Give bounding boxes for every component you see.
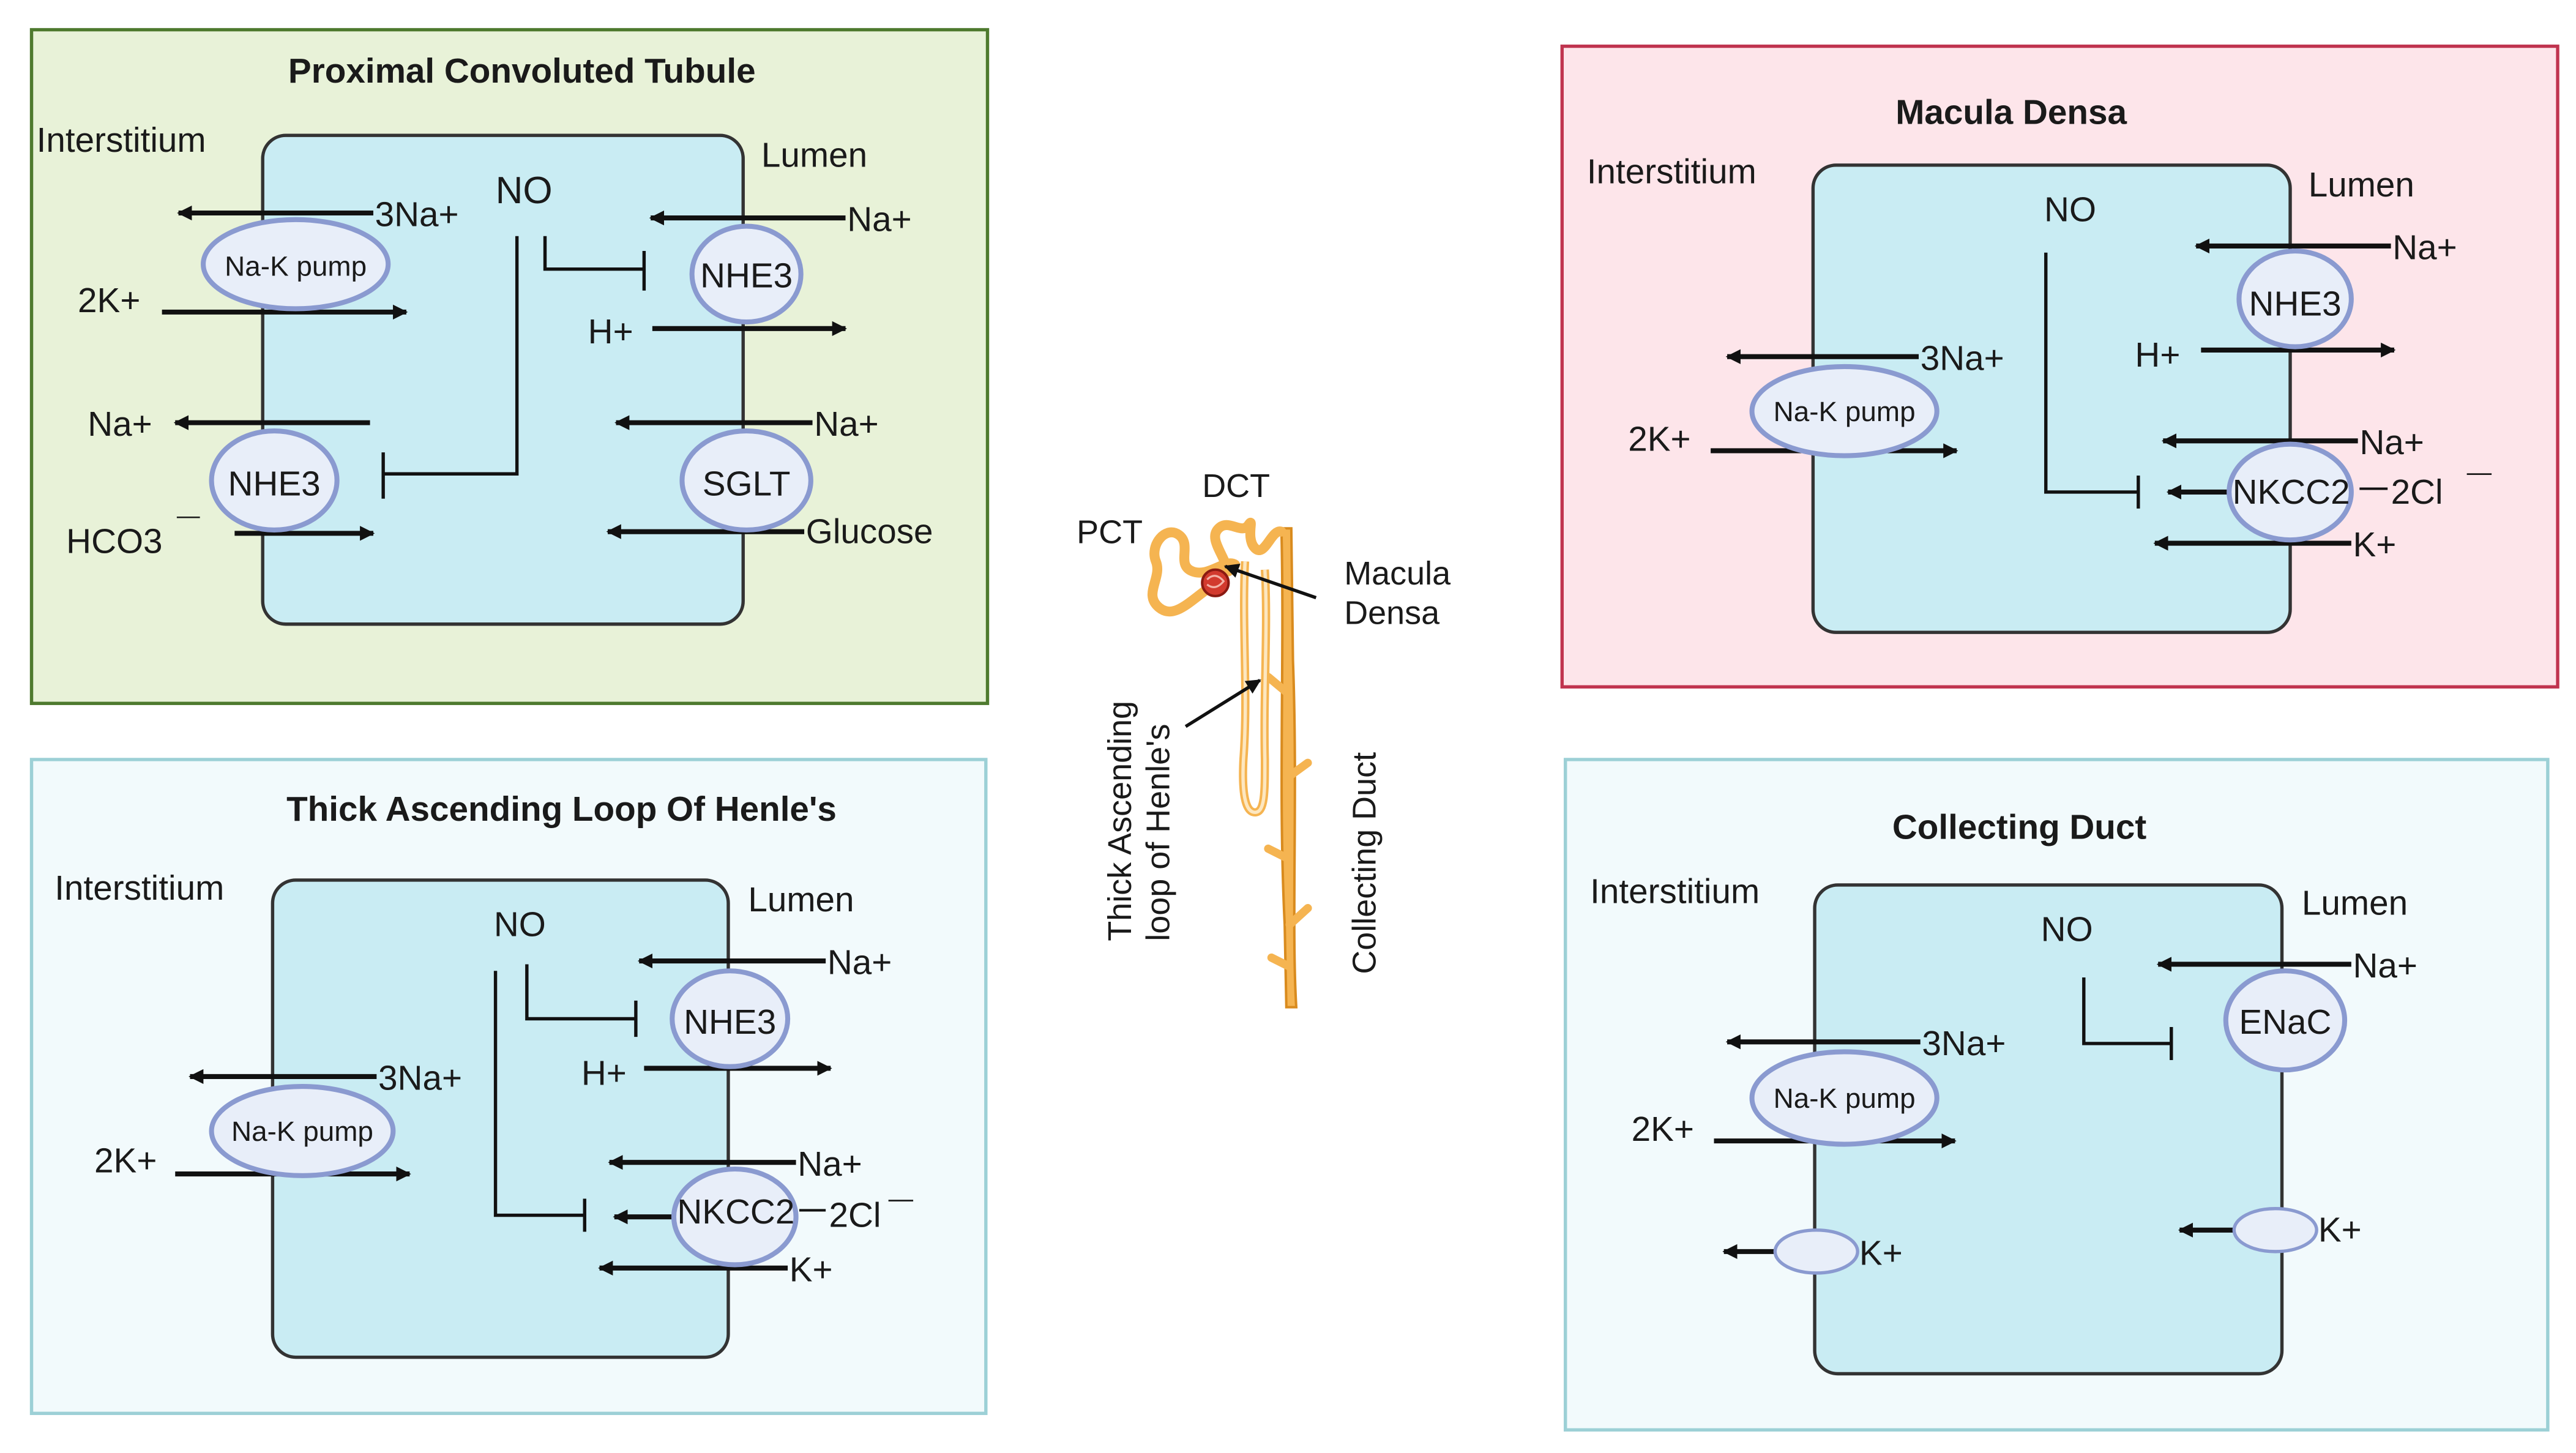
no-inhibition-enac bbox=[2082, 977, 2173, 1060]
panel-title: Thick Ascending Loop Of Henle's bbox=[286, 790, 837, 829]
thick-ascending-label-line1: Thick Ascending bbox=[1102, 701, 1138, 941]
na-k-pump-label: Na-K pump bbox=[225, 250, 367, 282]
cl-charge: — bbox=[2467, 458, 2492, 486]
collecting-duct-branches bbox=[1264, 673, 1312, 970]
dct-convoluted-tube bbox=[1210, 517, 1286, 577]
panel-thick-ascending-loop: Thick Ascending Loop Of Henle's Intersti… bbox=[29, 758, 988, 1415]
glomerulus-detail bbox=[1206, 575, 1225, 588]
lumen-label: Lumen bbox=[761, 136, 867, 174]
two-k-label: 2K+ bbox=[1632, 1110, 1694, 1149]
na-k-pump-transporter bbox=[201, 217, 391, 312]
no-inhibition-nkcc2 bbox=[493, 971, 586, 1232]
pointer-thick-ascending bbox=[1184, 679, 1261, 728]
panel-title: Macula Densa bbox=[1895, 93, 2127, 132]
nkcc2-transporter bbox=[671, 1166, 799, 1268]
k-lumen-label: K+ bbox=[2318, 1211, 2362, 1250]
nkcc2-label: NKCC2 bbox=[677, 1193, 794, 1231]
panel-title: Proximal Convoluted Tubule bbox=[288, 52, 756, 91]
no-label: NO bbox=[2044, 190, 2096, 229]
nhe3-apical-label: NHE3 bbox=[700, 256, 793, 295]
nephron-illustration: PCT DCT Macula Densa Thick Ascending loo… bbox=[1077, 468, 1450, 1009]
no-inhibition-nhe3 bbox=[525, 964, 638, 1037]
no-inhibition-nhe3-basal bbox=[381, 236, 519, 499]
k-plus-label: K+ bbox=[2353, 526, 2397, 564]
k-plus-label: K+ bbox=[790, 1250, 833, 1289]
two-k-label: 2K+ bbox=[1628, 420, 1690, 458]
three-na-label: 3Na+ bbox=[378, 1059, 462, 1098]
na-nkcc-label: Na+ bbox=[2359, 424, 2424, 462]
two-k-label: 2K+ bbox=[94, 1141, 157, 1180]
na-k-pump-transporter bbox=[1749, 364, 1939, 458]
hco3-label: HCO3 bbox=[66, 523, 162, 561]
h-plus-label: H+ bbox=[581, 1054, 627, 1093]
panel-proximal-convoluted-tubule: Proximal Convoluted Tubule Interstitium … bbox=[29, 28, 990, 705]
na-k-pump-transporter bbox=[1749, 1049, 1939, 1147]
lumen-label: Lumen bbox=[748, 881, 854, 919]
pct-label: PCT bbox=[1077, 514, 1143, 551]
k-channel-basal bbox=[1773, 1228, 1859, 1275]
nhe3-basal-transporter bbox=[209, 428, 340, 533]
loop-inner bbox=[1241, 561, 1268, 814]
no-label: NO bbox=[496, 170, 553, 212]
panel-collecting-duct: Collecting Duct Interstitium Lumen NO Na… bbox=[1564, 758, 2550, 1432]
interstitium-label: Interstitium bbox=[37, 121, 206, 160]
na-interstitium-label: Na+ bbox=[88, 405, 152, 444]
k-channel-apical bbox=[2232, 1207, 2318, 1253]
na-k-pump-transporter bbox=[209, 1084, 396, 1178]
sglt-transporter bbox=[679, 428, 813, 533]
macula-densa-glomerulus bbox=[1201, 568, 1230, 597]
na-lumen-label: Na+ bbox=[827, 944, 892, 982]
no-label: NO bbox=[2041, 911, 2093, 949]
na-nkcc-label: Na+ bbox=[797, 1145, 862, 1184]
nhe3-transporter bbox=[2236, 248, 2354, 349]
na-sglt-label: Na+ bbox=[814, 405, 878, 444]
pct-convoluted-tube bbox=[1148, 527, 1241, 617]
two-k-label: 2K+ bbox=[78, 282, 140, 320]
na-lumen-label: Na+ bbox=[2353, 947, 2417, 985]
na-k-pump-label: Na-K pump bbox=[1774, 395, 1916, 427]
h-plus-label: H+ bbox=[2135, 336, 2180, 375]
macula-densa-label-line2: Densa bbox=[1344, 595, 1439, 632]
na-lumen-label: Na+ bbox=[847, 201, 911, 239]
nhe3-apical-transporter bbox=[689, 223, 804, 325]
interstitium-label: Interstitium bbox=[1587, 152, 1757, 191]
lumen-label: Lumen bbox=[2302, 884, 2408, 923]
no-label: NO bbox=[494, 906, 546, 944]
two-cl-label: 2Cl bbox=[829, 1196, 881, 1234]
nhe3-label: NHE3 bbox=[684, 1003, 776, 1042]
hco3-charge: — bbox=[177, 503, 200, 529]
enac-transporter bbox=[2223, 968, 2348, 1073]
three-na-label: 3Na+ bbox=[1921, 339, 2004, 378]
no-inhibition-nkcc2 bbox=[2044, 252, 2140, 509]
collecting-duct-label: Collecting Duct bbox=[1346, 752, 1383, 974]
k-interstitium-label: K+ bbox=[1859, 1234, 1903, 1272]
cl-charge: — bbox=[889, 1184, 914, 1212]
lumen-label: Lumen bbox=[2309, 166, 2414, 204]
na-k-pump-label: Na-K pump bbox=[231, 1115, 373, 1147]
no-inhibition-nhe3-lumen bbox=[543, 236, 646, 291]
h-plus-label: H+ bbox=[588, 313, 633, 351]
glucose-label: Glucose bbox=[806, 513, 933, 551]
panel-macula-densa: Macula Densa Interstitium Lumen NO Na+ H… bbox=[1560, 44, 2559, 689]
macula-densa-label-line1: Macula bbox=[1344, 555, 1450, 592]
na-k-pump-label: Na-K pump bbox=[1774, 1082, 1916, 1114]
dct-label: DCT bbox=[1202, 468, 1270, 504]
na-lumen-label: Na+ bbox=[2392, 229, 2457, 267]
pointer-macula-densa bbox=[1223, 563, 1317, 600]
interstitium-label: Interstitium bbox=[1590, 873, 1760, 911]
sglt-label: SGLT bbox=[703, 465, 791, 503]
nhe3-transporter bbox=[670, 968, 791, 1069]
interstitium-label: Interstitium bbox=[54, 869, 224, 908]
three-na-label: 3Na+ bbox=[375, 196, 459, 234]
nkcc2-transporter bbox=[2227, 441, 2354, 543]
thick-ascending-label-line2: loop of Henle's bbox=[1140, 724, 1176, 941]
nhe3-label: NHE3 bbox=[2249, 285, 2342, 323]
nkcc2-label: NKCC2 bbox=[2233, 473, 2350, 512]
three-na-label: 3Na+ bbox=[1922, 1025, 2006, 1063]
panel-title: Collecting Duct bbox=[1892, 808, 2147, 846]
nhe3-basal-label: NHE3 bbox=[228, 465, 321, 503]
two-cl-label: 2Cl bbox=[2391, 473, 2443, 512]
enac-label: ENaC bbox=[2239, 1003, 2331, 1042]
